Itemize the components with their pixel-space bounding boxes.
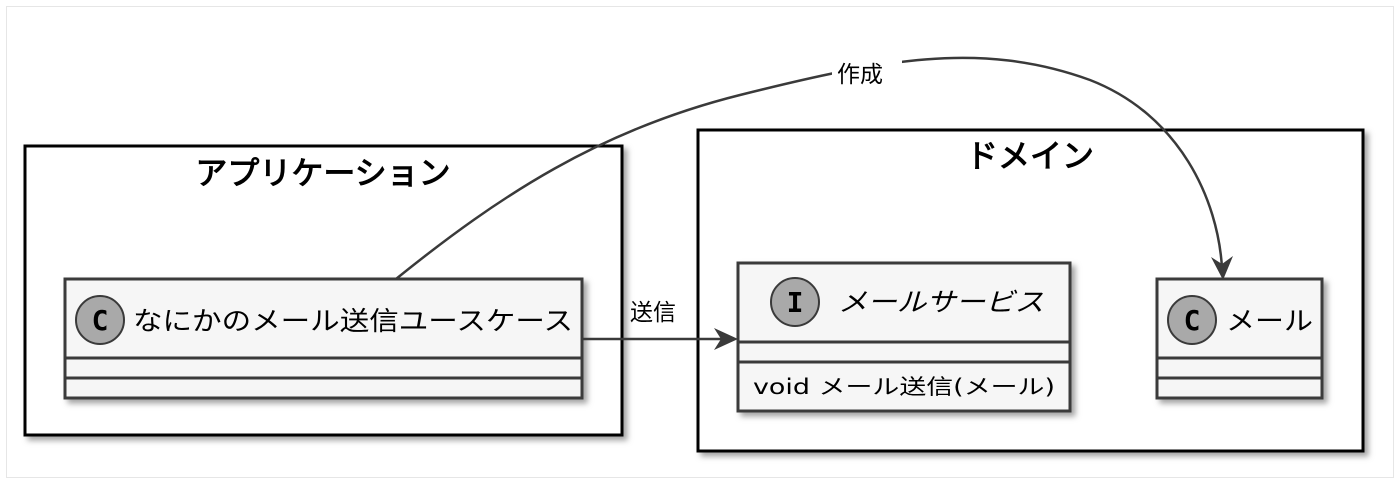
arrow-head-icon xyxy=(1211,256,1233,280)
class-mail-name: メール xyxy=(1226,307,1313,337)
relation-create-label-bg xyxy=(832,58,902,88)
class-usecase-box xyxy=(63,277,584,400)
class-mail-stereotype-letter: C xyxy=(1184,304,1201,337)
interface-mail-service-stereotype-letter: I xyxy=(787,286,804,319)
class-c-circle-icon: C xyxy=(1167,295,1217,345)
interface-mail-service-name: メールサービス xyxy=(838,288,1044,318)
relation-create-label: 作成 xyxy=(837,62,883,88)
class-usecase[interactable]: C なにかのメール送信ユースケース xyxy=(63,277,584,400)
package-application-title: アプリケーション xyxy=(195,154,450,192)
interface-mail-service[interactable]: I メールサービス void メール送信(メール) xyxy=(736,261,1072,413)
class-c-circle-icon: C xyxy=(75,295,125,345)
class-usecase-name: なにかのメール送信ユースケース xyxy=(133,307,573,337)
class-mail[interactable]: C メール xyxy=(1155,277,1324,400)
class-usecase-stereotype-letter: C xyxy=(92,304,109,337)
interface-i-circle-icon: I xyxy=(770,277,820,327)
relation-create[interactable]: 作成 xyxy=(395,56,1233,280)
interface-mail-service-method: void メール送信(メール) xyxy=(753,375,1055,399)
relation-send-label: 送信 xyxy=(630,300,676,326)
relation-send[interactable]: 送信 xyxy=(583,300,738,350)
package-domain-title: ドメイン xyxy=(966,137,1094,175)
arrow-head-icon xyxy=(714,328,738,350)
